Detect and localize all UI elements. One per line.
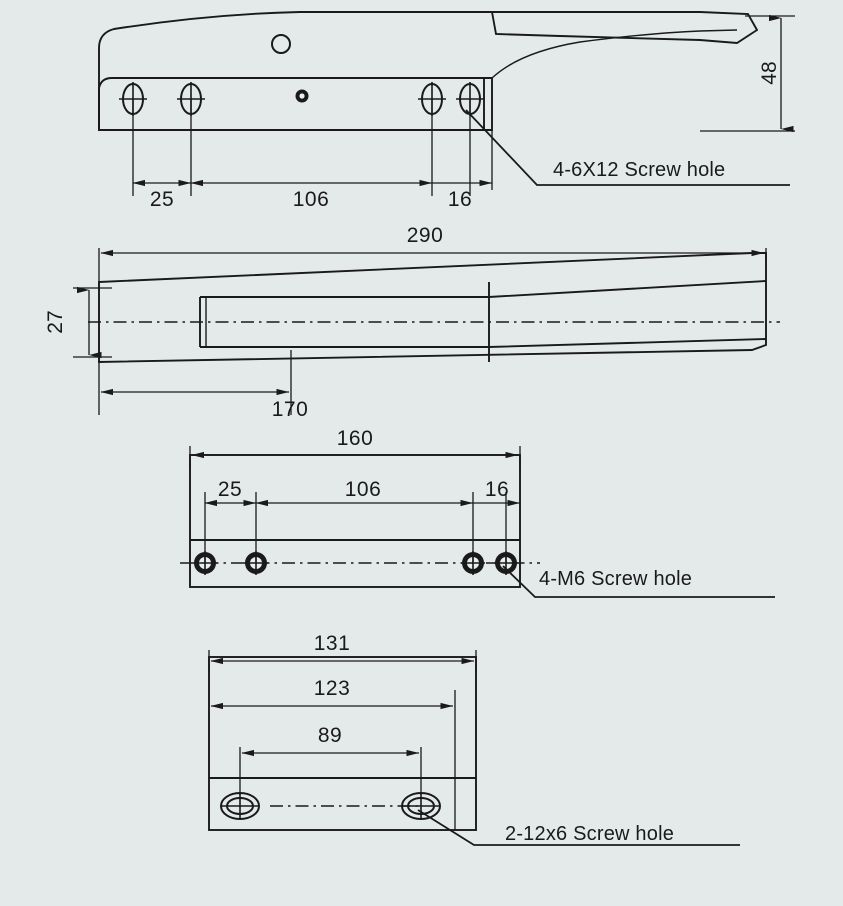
plan-tongue-upper bbox=[200, 280, 767, 298]
plan-tongue-lower bbox=[200, 338, 767, 348]
leader-4-6x12 bbox=[465, 109, 790, 186]
dim-label-170: 170 bbox=[272, 398, 309, 421]
dim-label-106: 106 bbox=[293, 188, 330, 211]
view-strike-plate: 131 123 89 2-12x6 Screw hole bbox=[208, 632, 740, 846]
dim3-label-106: 106 bbox=[345, 478, 382, 501]
plate4-outline bbox=[208, 656, 477, 831]
dim-label-160: 160 bbox=[337, 427, 374, 450]
dim-label-25: 25 bbox=[150, 188, 174, 211]
handle-body-outline bbox=[98, 11, 759, 130]
leader-4-m6 bbox=[502, 565, 775, 598]
handle-spine-curve bbox=[491, 29, 738, 79]
callout-4-m6: 4-M6 Screw hole bbox=[539, 568, 692, 590]
leader-2-12x6 bbox=[417, 809, 740, 846]
dim-label-27: 27 bbox=[44, 310, 67, 333]
callout-2-12x6: 2-12x6 Screw hole bbox=[505, 823, 674, 845]
dim-label-48: 48 bbox=[758, 61, 781, 84]
dim-label-290: 290 bbox=[407, 224, 444, 247]
pivot-hole-large bbox=[271, 34, 291, 54]
dim-label-16: 16 bbox=[448, 188, 472, 211]
view-front-elevation: 25 106 16 48 4-6X12 Screw hole bbox=[98, 11, 795, 211]
view-top-plan: 290 27 170 bbox=[44, 224, 780, 421]
dim3-label-25: 25 bbox=[218, 478, 242, 501]
dim-label-123: 123 bbox=[314, 677, 351, 700]
small-hole-inner bbox=[299, 93, 305, 99]
dim-label-89: 89 bbox=[318, 724, 342, 747]
view-mounting-plate: 160 25 106 16 4-M6 Screw hole bbox=[180, 427, 775, 598]
slot-hole-2 bbox=[401, 792, 441, 820]
slot-hole-1 bbox=[220, 792, 260, 820]
dim-label-131: 131 bbox=[314, 632, 351, 655]
dim3-label-16: 16 bbox=[485, 478, 509, 501]
callout-4-6x12: 4-6X12 Screw hole bbox=[553, 159, 725, 181]
mounting-block-outline bbox=[98, 77, 493, 131]
